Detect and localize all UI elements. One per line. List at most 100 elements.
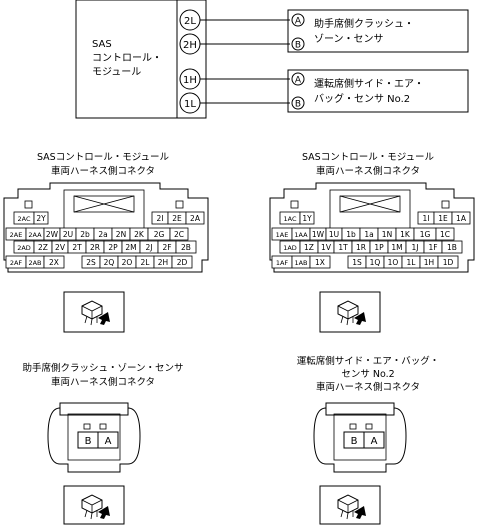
terminal-B: B (291, 96, 305, 110)
pin-cell-label: 2P (108, 243, 118, 252)
pin-cell: 2J (139, 240, 159, 254)
pin-cell: 2D (171, 255, 193, 269)
pin-cell-label: 2A (190, 214, 201, 223)
pin-cell-label: 1X (315, 258, 325, 267)
pin-cell: 1W (309, 227, 327, 241)
pin-cell-label: 2Q (104, 258, 115, 267)
connector-title-2: 車両ハーネス側コネクタ (51, 165, 155, 177)
side-airbag-sensor-name-2: バッグ・センサ No.2 (314, 92, 410, 105)
pin-cell-label: 1C (440, 230, 450, 239)
pin-2H: 2H (179, 33, 201, 55)
pin-cell: 2G (147, 227, 171, 241)
pin-cell: 1V (317, 240, 335, 254)
pin-cell-label: 1N (382, 230, 392, 239)
pin-cell-label: 2R (90, 243, 100, 252)
pin-cell: 1B (441, 240, 463, 254)
pin-cell-label: 2O (122, 258, 133, 267)
side-airbag-sensor-connector: 運転席側サイド・エア・バッグ・ センサ No.2 車両ハーネス側コネクタ B A (297, 355, 439, 525)
pin-cell-label: 1D (443, 258, 454, 267)
pin-cell-label: 1E (438, 214, 448, 223)
pin-cell: 1AC (279, 211, 301, 225)
connector-title-1: 助手席側クラッシュ・ゾーン・センサ (22, 362, 183, 374)
pin-cell-label: 1Z (304, 243, 314, 252)
connector-title-2: センサ No.2 (341, 369, 394, 380)
pin-cell-label: 2E (172, 214, 182, 223)
pin-cell: 2S (81, 255, 101, 269)
terminal-label: A (295, 76, 302, 86)
pin-cell: 2I (151, 211, 169, 225)
pin-cell: 2R (85, 240, 105, 254)
pin-cell: 2AF (5, 255, 27, 269)
pin-cell: 2Y (33, 211, 49, 225)
pin-cell: 2b (75, 227, 95, 241)
pin-cell-label: 2AB (28, 259, 41, 267)
pin-cell-box (437, 255, 459, 269)
pin-cell-label: 1H (424, 258, 434, 267)
connector-title-2: 車両ハーネス側コネクタ (316, 165, 420, 177)
pin-cell: 2A (185, 211, 205, 225)
pin-cell: 1AE (271, 227, 293, 241)
connector-plug-icon (319, 291, 381, 333)
pin-cell: 1X (309, 255, 331, 269)
pin-cell-label: 2b (80, 230, 90, 239)
terminal-A: A (291, 13, 305, 27)
pin-cell: 1K (395, 227, 415, 241)
connector-title-2: 車両ハーネス側コネクタ (51, 376, 155, 388)
pin-cell: 1S (347, 255, 367, 269)
connector-plug-icon (63, 485, 125, 525)
pin-cell-label: 1U (329, 230, 339, 239)
pin-cell-label: 1R (356, 243, 366, 252)
terminal-B: B (291, 37, 305, 51)
pin-cell-label: 2G (154, 230, 165, 239)
pin-cell: 1N (377, 227, 397, 241)
pin-cell: 1I (417, 211, 435, 225)
pin-cell-label: 1b (346, 230, 356, 239)
pin-2L: 2L (179, 9, 201, 31)
pin-cell: 2Q (99, 255, 119, 269)
pin-cell-label: 2I (157, 214, 164, 223)
sas-module-schematic: SAS コントロール・ モジュール 2L 2H 1H 1L A (75, 0, 469, 119)
terminal-A: A (291, 72, 305, 86)
pin-cell-label: 1K (400, 230, 411, 239)
pin-cell-label: 1AF (276, 259, 289, 267)
pin-cell-label: 1W (312, 230, 325, 239)
pin-cell-label: 1Y (302, 214, 312, 223)
pin-cell: 1Z (299, 240, 319, 254)
pin-cell-label: 2Y (36, 214, 46, 223)
pin-cell: 1a (359, 227, 379, 241)
pin-cell: 1D (437, 255, 459, 269)
pin-cell-label: 1a (364, 230, 373, 239)
pin-cell: 2C (169, 227, 189, 241)
pin-cell-box (175, 240, 197, 254)
connector-plug-icon (63, 291, 125, 333)
side-airbag-sensor-name-1: 運転席側サイド・エア・ (314, 77, 424, 90)
pin-cell: 1A (451, 211, 471, 225)
pin-cell-label: 2J (146, 243, 153, 252)
pin-cell: 2W (43, 227, 61, 241)
pin-cell: 2B (175, 240, 197, 254)
pin-label: 2H (183, 40, 197, 51)
pin-cell-box (185, 211, 205, 225)
pin-1L: 1L (179, 92, 201, 114)
pin-cell-label: 1AA (294, 231, 308, 239)
pin-cell: 1b (341, 227, 361, 241)
terminal-label: A (295, 17, 302, 27)
pin-cell-label: 2U (63, 230, 73, 239)
pin-cell-label: 1T (338, 243, 348, 252)
pin-cell-label: 2T (72, 243, 82, 252)
pin-cell-label: 2AD (17, 244, 31, 252)
pin-cell-label: 2M (125, 243, 136, 252)
crash-sensor-name-2: ゾーン・センサ (314, 33, 384, 45)
pin-cell-label: 1M (391, 243, 402, 252)
pin-cell: 1H (419, 255, 439, 269)
pin-cell: 2V (51, 240, 69, 254)
pin-cell-label: 2a (98, 230, 107, 239)
pin-cell-label: 1I (423, 214, 430, 223)
pin-cell: 1AD (279, 240, 301, 254)
pin-B: B (351, 436, 358, 447)
pin-cell-label: 2H (158, 258, 168, 267)
pin-cell: 1F (423, 240, 443, 254)
pin-cell-label: 2AF (10, 259, 23, 267)
